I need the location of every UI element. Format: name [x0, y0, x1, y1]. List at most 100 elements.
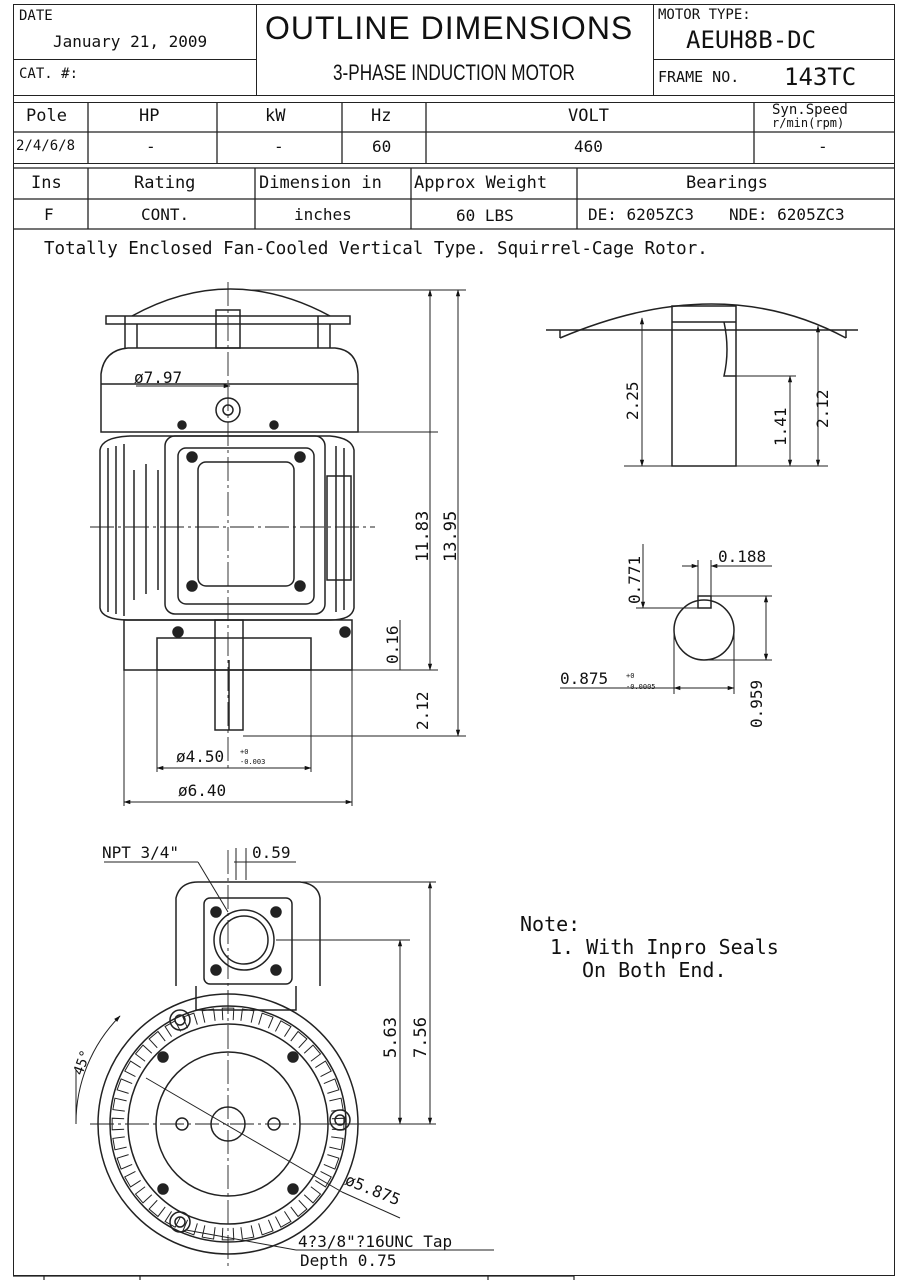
fin-slot — [182, 1012, 198, 1029]
fin-slot — [164, 1020, 182, 1037]
dim-conduit: NPT 3/4" — [102, 843, 179, 862]
fin-slot — [290, 1199, 308, 1218]
note-line-2: On Both End. — [582, 958, 727, 982]
header-rating: Rating — [134, 173, 196, 193]
fin-slot — [221, 1227, 235, 1241]
fin-slot — [323, 1154, 340, 1170]
header-kw: kW — [265, 106, 286, 126]
dim-pilot-tol-bottom: -0.003 — [240, 758, 265, 766]
value-hp: - — [146, 137, 156, 156]
tap-line-1: 4?3/8"?16UNC Tap — [298, 1232, 452, 1251]
cat-cell: CAT. #: — [13, 60, 257, 96]
fin-slot — [134, 1044, 153, 1062]
fin-slot — [240, 1225, 255, 1240]
dim-flange-thickness: 0.16 — [383, 625, 402, 664]
fin-slot — [164, 1211, 182, 1228]
header-weight: Approx Weight — [414, 173, 548, 193]
fin-slot — [111, 1117, 125, 1131]
dim-shaft-height: 0.959 — [747, 680, 766, 728]
fin-slot — [274, 1211, 292, 1228]
dim-shaft-tol-bottom: -0.0005 — [626, 683, 656, 691]
drawing-subtitle: 3-PHASE INDUCTION MOTOR — [333, 60, 575, 85]
value-weight: 60 LBS — [456, 206, 514, 225]
fin-slot — [112, 1097, 127, 1112]
dim-height-b: 13.95 — [441, 511, 461, 562]
cooling-fins — [111, 1007, 345, 1241]
value-rating: CONT. — [141, 205, 190, 224]
dim-conduit-offset: 0.59 — [252, 843, 291, 862]
fin-slot — [315, 1060, 332, 1078]
date-cell: DATE January 21, 2009 — [13, 4, 257, 60]
frame-cell: FRAME NO. 143TC — [654, 60, 895, 96]
fin-slot — [124, 1060, 141, 1078]
fin-slot — [329, 1136, 344, 1151]
tap-line-2: Depth 0.75 — [300, 1251, 396, 1270]
motor-type-cell: MOTOR TYPE: AEUH8B-DC — [654, 4, 895, 60]
fin-slot — [182, 1219, 198, 1236]
fin-slot — [116, 1154, 133, 1170]
cap-dimensions — [624, 317, 828, 467]
fin-slot — [201, 1225, 216, 1240]
fin-slot — [303, 1044, 322, 1062]
dim-cap-right: 2.12 — [813, 389, 832, 428]
fin-slot — [124, 1170, 141, 1188]
date-label: DATE — [19, 8, 53, 24]
fin-slot — [258, 1012, 274, 1029]
header-rpm: r/min(rpm) — [772, 116, 845, 130]
dim-box-height-a: 5.63 — [381, 1017, 401, 1058]
spec-grid-lines — [13, 102, 895, 230]
value-hz: 60 — [372, 137, 392, 156]
fin-slot — [258, 1219, 274, 1236]
dim-cap-inner: 1.41 — [771, 407, 790, 446]
fin-slot — [112, 1136, 127, 1151]
cap-detail — [546, 303, 858, 467]
value-kw: - — [274, 137, 284, 156]
frame-label: FRAME NO. — [658, 68, 740, 86]
dim-shaft-dia: 0.875 — [560, 669, 608, 688]
dim-key-depth: 0.771 — [625, 556, 644, 604]
header-pole: Pole — [26, 106, 67, 126]
fin-slot — [134, 1186, 153, 1204]
front-view — [90, 850, 370, 1270]
shaft-key-dimensions — [560, 544, 772, 694]
motor-type-value: AEUH8B-DC — [686, 26, 817, 54]
dim-pilot-dia: ø4.50 — [176, 747, 224, 766]
fin-slot — [240, 1008, 255, 1023]
date-value: January 21, 2009 — [53, 32, 208, 51]
side-view — [90, 282, 375, 770]
dim-bolt-angle: 45° — [71, 1048, 95, 1077]
fin-slot — [274, 1020, 292, 1037]
title-cell: OUTLINE DIMENSIONS 3-PHASE INDUCTION MOT… — [257, 4, 654, 96]
value-dimension: inches — [294, 205, 352, 224]
value-volt: 460 — [574, 137, 603, 156]
fin-slot — [148, 1030, 166, 1049]
value-pole: 2/4/6/8 — [16, 138, 76, 154]
value-syn-speed: - — [818, 137, 828, 156]
value-bearing-de: DE: 6205ZC3 — [588, 205, 694, 224]
title-block — [13, 4, 895, 96]
dim-box-height-b: 7.56 — [411, 1017, 431, 1058]
value-ins: F — [44, 205, 54, 224]
bottom-strip — [13, 1275, 575, 1280]
header-bearings: Bearings — [686, 173, 768, 193]
fin-slot — [303, 1186, 322, 1204]
header-hz: Hz — [371, 106, 392, 126]
header-volt: VOLT — [568, 106, 609, 126]
shaft-key-detail — [673, 595, 735, 661]
description: Totally Enclosed Fan-Cooled Vertical Typ… — [44, 239, 708, 259]
value-bearing-nde: NDE: 6205ZC3 — [729, 205, 845, 224]
fin-slot — [201, 1008, 216, 1023]
spec-table-1 — [13, 102, 895, 164]
dim-bolt-circle: ø5.875 — [343, 1170, 404, 1209]
header-hp: HP — [139, 106, 160, 126]
front-dimensions — [75, 848, 494, 1251]
motor-type-label: MOTOR TYPE: — [658, 7, 751, 23]
fin-slot — [323, 1078, 340, 1094]
dim-fan-cover-dia: ø7.97 — [134, 368, 182, 387]
fin-slot — [290, 1030, 308, 1049]
dim-flange-dia: ø6.40 — [178, 781, 226, 800]
fin-slot — [148, 1199, 166, 1218]
header-syn-speed: Syn.Speed — [772, 102, 848, 118]
dim-cap-height: 2.25 — [623, 381, 642, 420]
